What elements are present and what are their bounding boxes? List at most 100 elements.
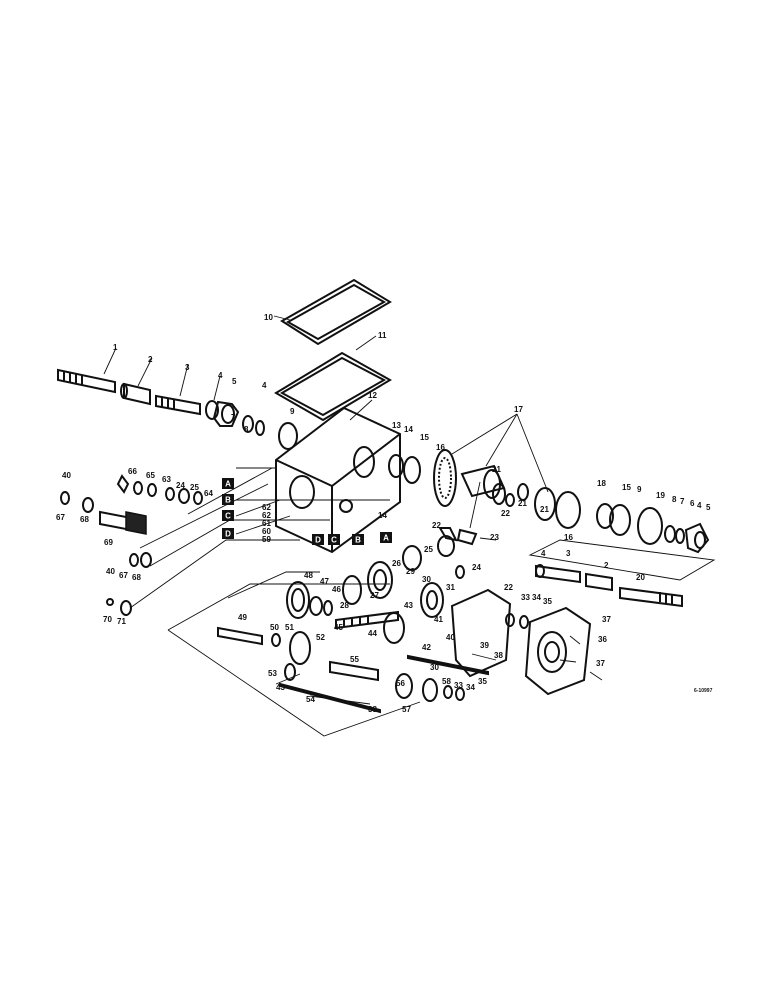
gear-44 [383, 612, 405, 644]
callout-42: 42 [422, 643, 431, 652]
rod-39 [407, 654, 489, 676]
bearing-retainer [212, 400, 240, 427]
callout-3b: 3 [566, 549, 571, 558]
callout-43: 43 [404, 601, 413, 610]
callout-50: 50 [270, 623, 279, 632]
callout-30b: 30 [430, 663, 439, 672]
callout-69: 69 [104, 538, 113, 547]
rod-54 [279, 682, 381, 714]
callout-29: 29 [406, 567, 415, 576]
output-shaft-20 [619, 586, 683, 608]
shaft-55 [329, 660, 379, 682]
callout-24: 24 [472, 563, 481, 572]
callout-34b: 34 [466, 683, 475, 692]
callout-22: 22 [501, 509, 510, 518]
bearing-right [555, 491, 581, 529]
gear-48 [286, 581, 310, 619]
tag-b-left: B [222, 494, 234, 505]
callout-19: 19 [656, 491, 665, 500]
callout-62b: 62 [262, 511, 271, 520]
washer-71 [120, 600, 132, 616]
callout-33: 33 [521, 593, 530, 602]
callout-16b: 16 [564, 533, 573, 542]
bearing-15 [388, 454, 404, 478]
gear-26 [402, 545, 422, 571]
callout-68: 68 [80, 515, 89, 524]
callout-2: 2 [148, 355, 153, 364]
callout-65: 65 [146, 471, 155, 480]
ring-gear [433, 449, 457, 507]
snap-ring-66 [116, 474, 130, 494]
callout-40b: 40 [62, 471, 71, 480]
callout-47: 47 [320, 577, 329, 586]
callout-4b: 4 [262, 381, 267, 390]
callout-58: 58 [442, 677, 451, 686]
callout-27: 27 [370, 591, 379, 600]
transmission-housing [275, 406, 401, 554]
tag-c-mid: C [328, 534, 340, 545]
callout-15b: 15 [622, 483, 631, 492]
callout-38: 38 [494, 651, 503, 660]
callout-37: 37 [602, 615, 611, 624]
callout-15: 15 [420, 433, 429, 442]
callout-4c: 4 [697, 501, 702, 510]
callout-31: 31 [446, 583, 455, 592]
svg-text:D: D [315, 536, 321, 545]
callout-35: 35 [543, 597, 552, 606]
callout-35b: 35 [478, 677, 487, 686]
callout-14: 14 [404, 425, 413, 434]
bearing-cup-16 [403, 456, 421, 484]
callout-67b: 67 [119, 571, 128, 580]
gear-27 [367, 561, 393, 599]
splined-shaft [155, 394, 201, 416]
callout-labels: 1 2 3 4 5 4 7 8 9 10 11 12 13 14 15 16 1… [56, 313, 711, 714]
pto-housing [524, 606, 592, 696]
shift-fork-22 [438, 527, 458, 542]
callout-51: 51 [285, 623, 294, 632]
callout-61: 61 [262, 519, 271, 528]
callout-40: 40 [446, 633, 455, 642]
leader-lines [103, 315, 716, 737]
bearing-right-15 [609, 504, 631, 536]
sleeve-2-right [585, 572, 613, 592]
callout-22b: 22 [432, 521, 441, 530]
callout-17: 17 [514, 405, 523, 414]
svg-text:D: D [225, 530, 231, 539]
callout-67: 67 [56, 513, 65, 522]
callout-26: 26 [392, 559, 401, 568]
callout-39: 39 [480, 641, 489, 650]
bearing-57 [395, 673, 413, 699]
callout-71: 71 [117, 617, 126, 626]
callout-16: 16 [436, 443, 445, 452]
callout-66: 66 [128, 467, 137, 476]
retainer-ring [205, 400, 219, 420]
callout-57: 57 [402, 705, 411, 714]
callout-8: 8 [244, 425, 249, 434]
callout-62: 62 [262, 503, 271, 512]
callout-40c: 40 [106, 567, 115, 576]
callout-9: 9 [290, 407, 295, 416]
gear-25 [437, 535, 455, 557]
side-gear-21b [517, 483, 529, 501]
svg-text:C: C [225, 512, 231, 521]
cover-gasket [280, 278, 392, 346]
input-shaft [57, 368, 116, 394]
top-cover [274, 351, 392, 422]
callout-11: 11 [378, 331, 387, 340]
callout-6b: 6 [690, 499, 695, 508]
tag-d-mid: D [312, 534, 324, 545]
tag-d-left: D [222, 528, 234, 539]
tag-a-left: A [222, 478, 234, 489]
callout-21b: 21 [518, 499, 527, 508]
callout-1: 1 [113, 343, 118, 352]
callout-54: 54 [306, 695, 315, 704]
callout-9b: 9 [637, 485, 642, 494]
callout-28: 28 [340, 601, 349, 610]
callout-5: 5 [232, 377, 237, 386]
callout-4d: 4 [541, 549, 546, 558]
callout-64: 64 [204, 489, 213, 498]
svg-text:A: A [383, 534, 389, 543]
differential-cover [534, 487, 556, 521]
callout-53: 53 [268, 669, 277, 678]
